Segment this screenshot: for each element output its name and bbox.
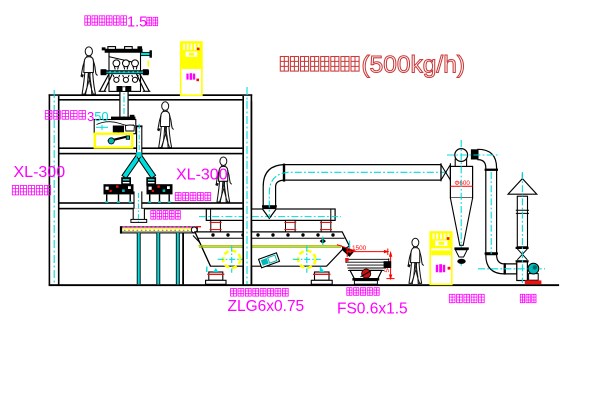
svg-text:XL-300: XL-300: [176, 166, 228, 183]
svg-text:ZLG6x0.75: ZLG6x0.75: [228, 298, 305, 315]
svg-text:1500: 1500: [352, 245, 367, 252]
svg-text:1.5: 1.5: [127, 15, 147, 31]
svg-text:XL-300: XL-300: [14, 164, 66, 181]
svg-text:50: 50: [94, 109, 108, 124]
svg-text:FS0.6x1.5: FS0.6x1.5: [337, 301, 408, 318]
svg-text:Φ600: Φ600: [455, 180, 471, 187]
svg-text:3: 3: [87, 109, 94, 124]
svg-text:(500kg/h): (500kg/h): [362, 52, 466, 79]
